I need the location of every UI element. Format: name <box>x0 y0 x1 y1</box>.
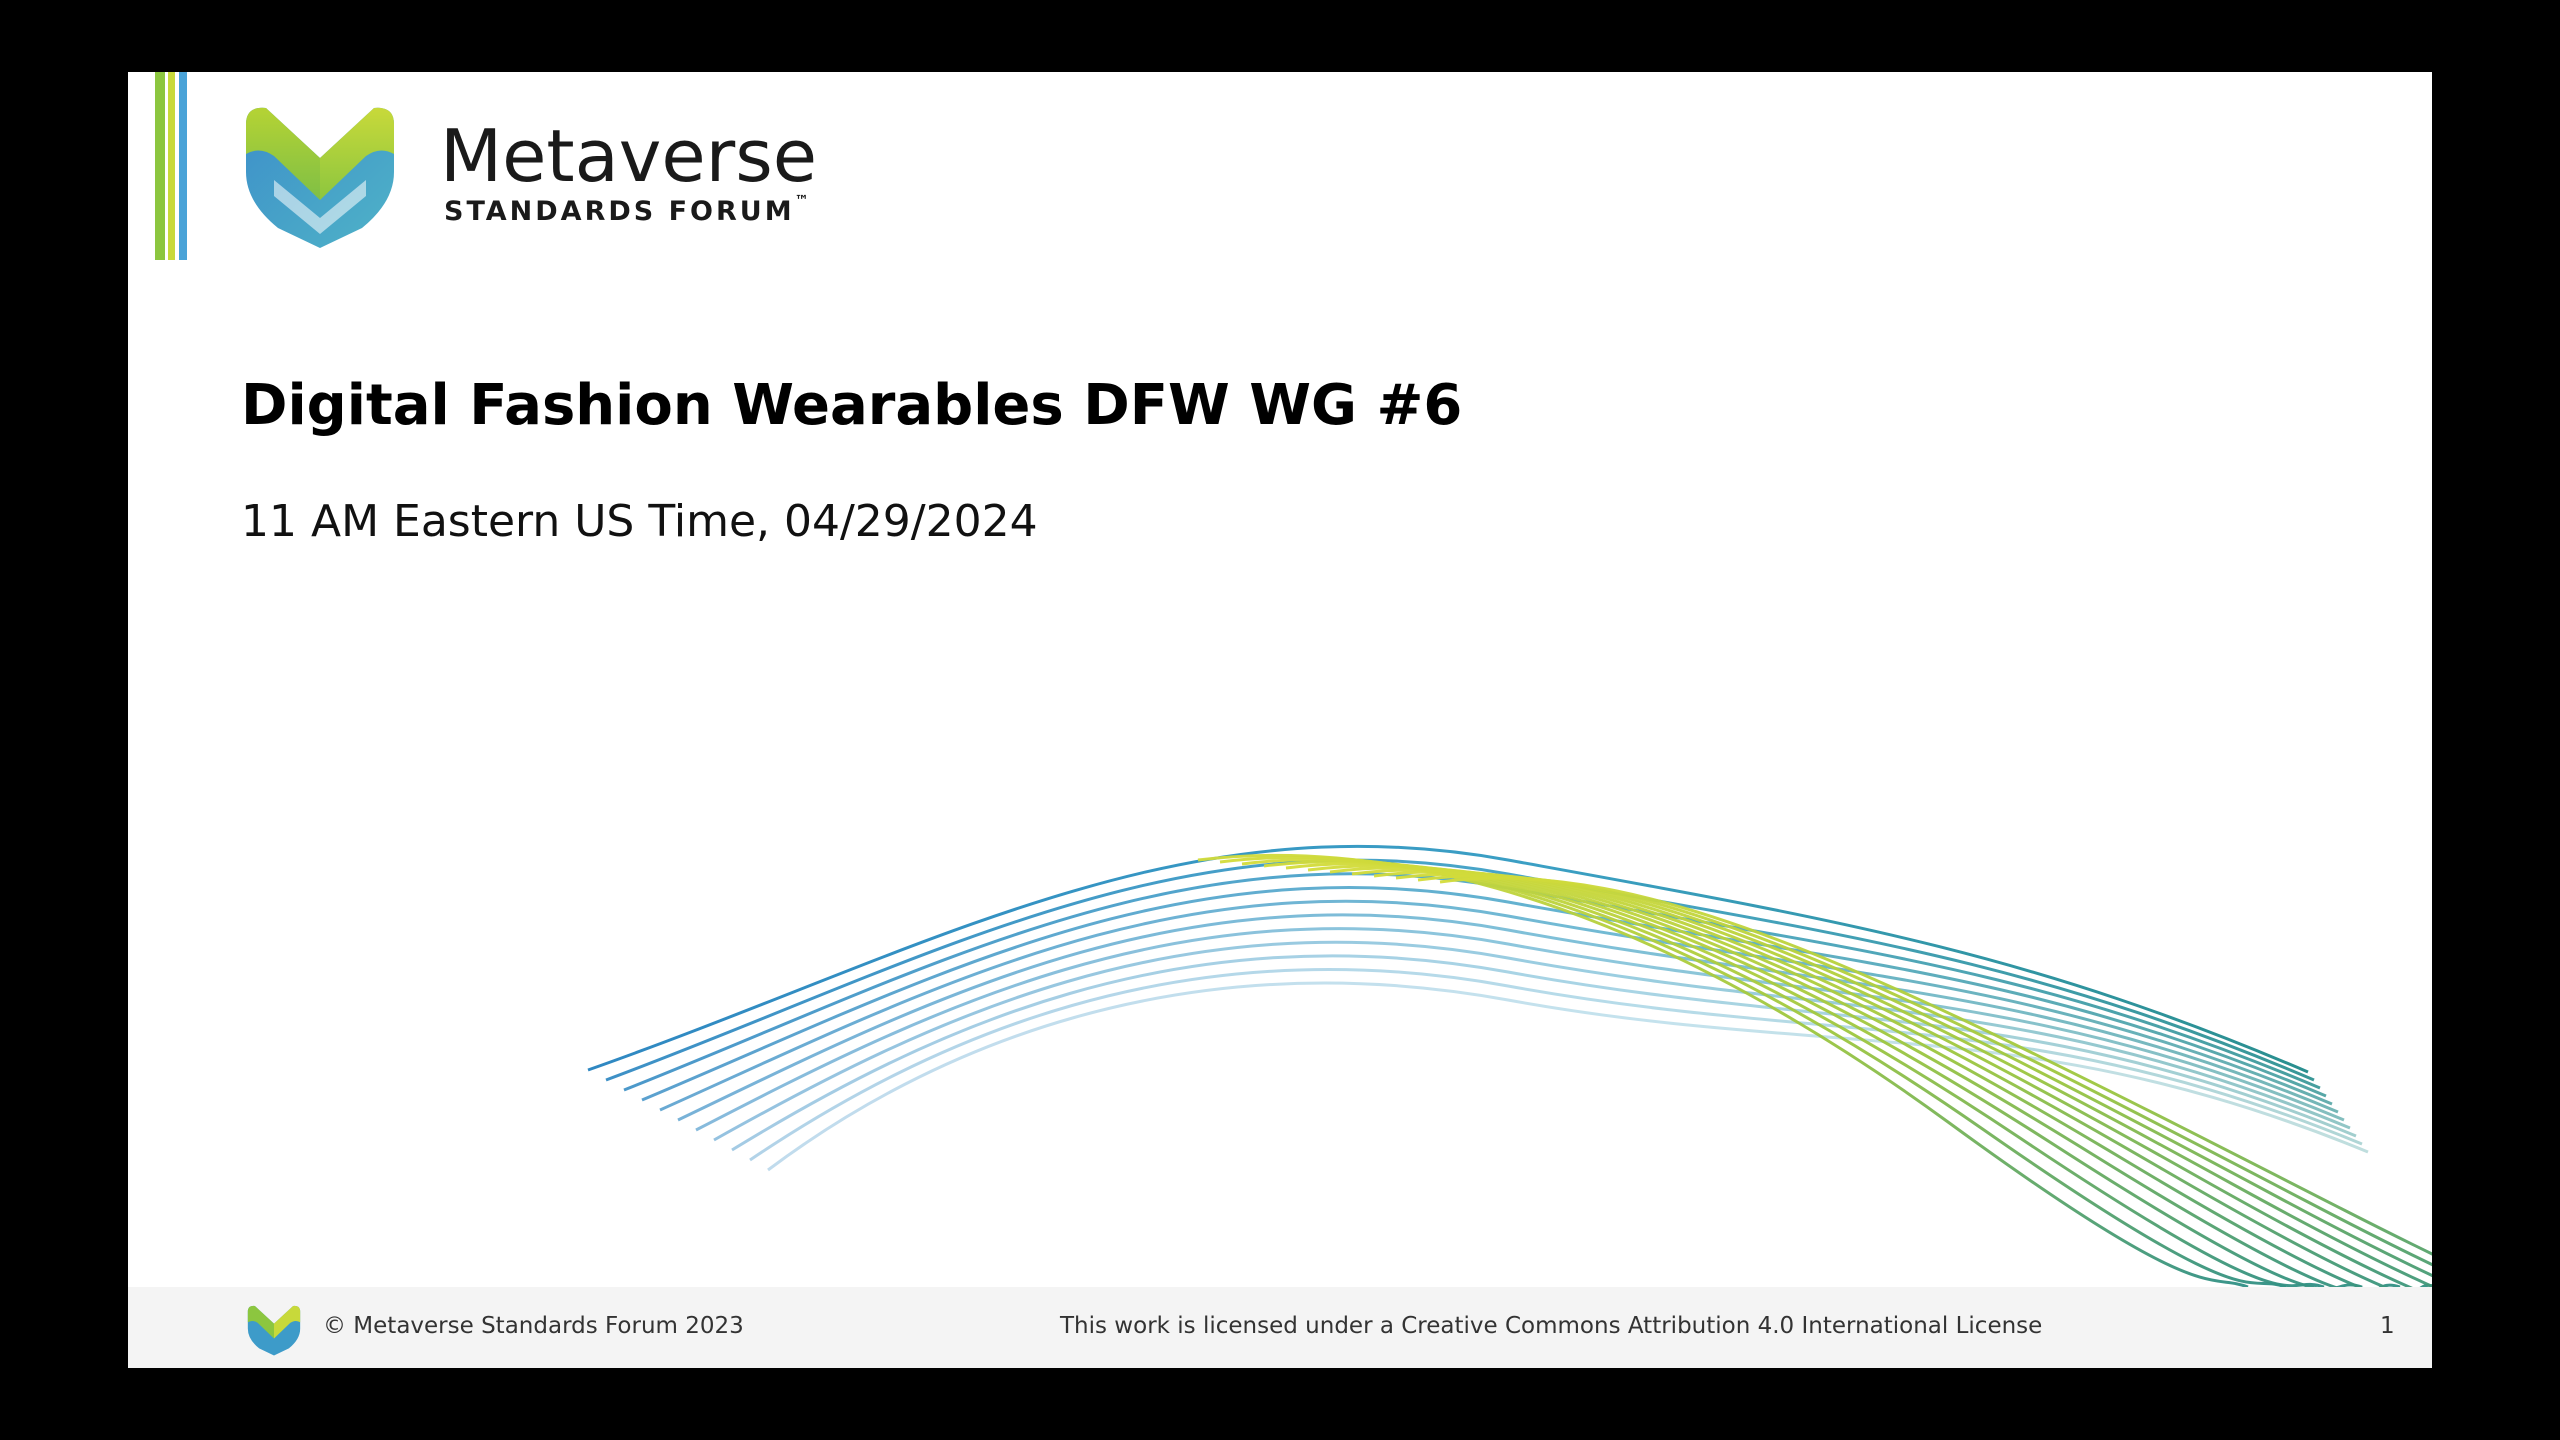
wave-line-blue <box>587 844 2309 1074</box>
wave-line-blue <box>641 886 2327 1102</box>
trademark-symbol: ™ <box>794 193 809 209</box>
slide-title: Digital Fashion Wearables DFW WG #6 <box>241 373 1463 438</box>
slide-page-number: 1 <box>2380 1313 2395 1339</box>
logo-subtitle: STANDARDS FORUM™ <box>444 194 809 227</box>
slide-canvas: Metaverse STANDARDS FORUM™ Digital Fashi… <box>128 72 2432 1368</box>
slide-footer: © Metaverse Standards Forum 2023 This wo… <box>128 1287 2432 1368</box>
wave-line-green <box>1351 868 2432 1299</box>
logo-subtitle-text: STANDARDS FORUM <box>444 196 795 227</box>
wave-lines-decoration <box>587 844 2432 1305</box>
wave-line-green <box>1373 870 2432 1289</box>
footer-copyright: © Metaverse Standards Forum 2023 <box>323 1313 744 1339</box>
wave-line-blue <box>677 913 2339 1122</box>
wave-line-green <box>1417 874 2432 1267</box>
wave-line-blue <box>605 858 2315 1082</box>
wave-line-blue <box>767 981 2369 1172</box>
wave-line-green <box>1329 866 2432 1305</box>
metaverse-heart-logo-small-icon <box>247 1305 301 1356</box>
wave-line-green <box>1263 860 2363 1291</box>
metaverse-heart-logo-icon <box>246 107 394 248</box>
wave-line-blue <box>659 899 2333 1112</box>
wave-line-blue <box>749 968 2363 1162</box>
logo-wordmark: Metaverse <box>440 114 818 198</box>
wave-line-green <box>1439 876 2432 1256</box>
wave-line-blue <box>731 954 2357 1152</box>
wave-line-green <box>1219 855 2287 1289</box>
wave-line-green <box>1395 872 2432 1278</box>
wave-line-blue <box>695 927 2345 1132</box>
slide-subtitle: 11 AM Eastern US Time, 04/29/2024 <box>241 496 1038 547</box>
accent-bar-lime <box>168 72 175 260</box>
accent-bar-blue <box>179 72 187 260</box>
accent-bar-green <box>155 72 165 260</box>
wave-line-blue <box>713 940 2351 1142</box>
footer-license-link[interactable]: This work is licensed under a Creative C… <box>1060 1313 2043 1339</box>
